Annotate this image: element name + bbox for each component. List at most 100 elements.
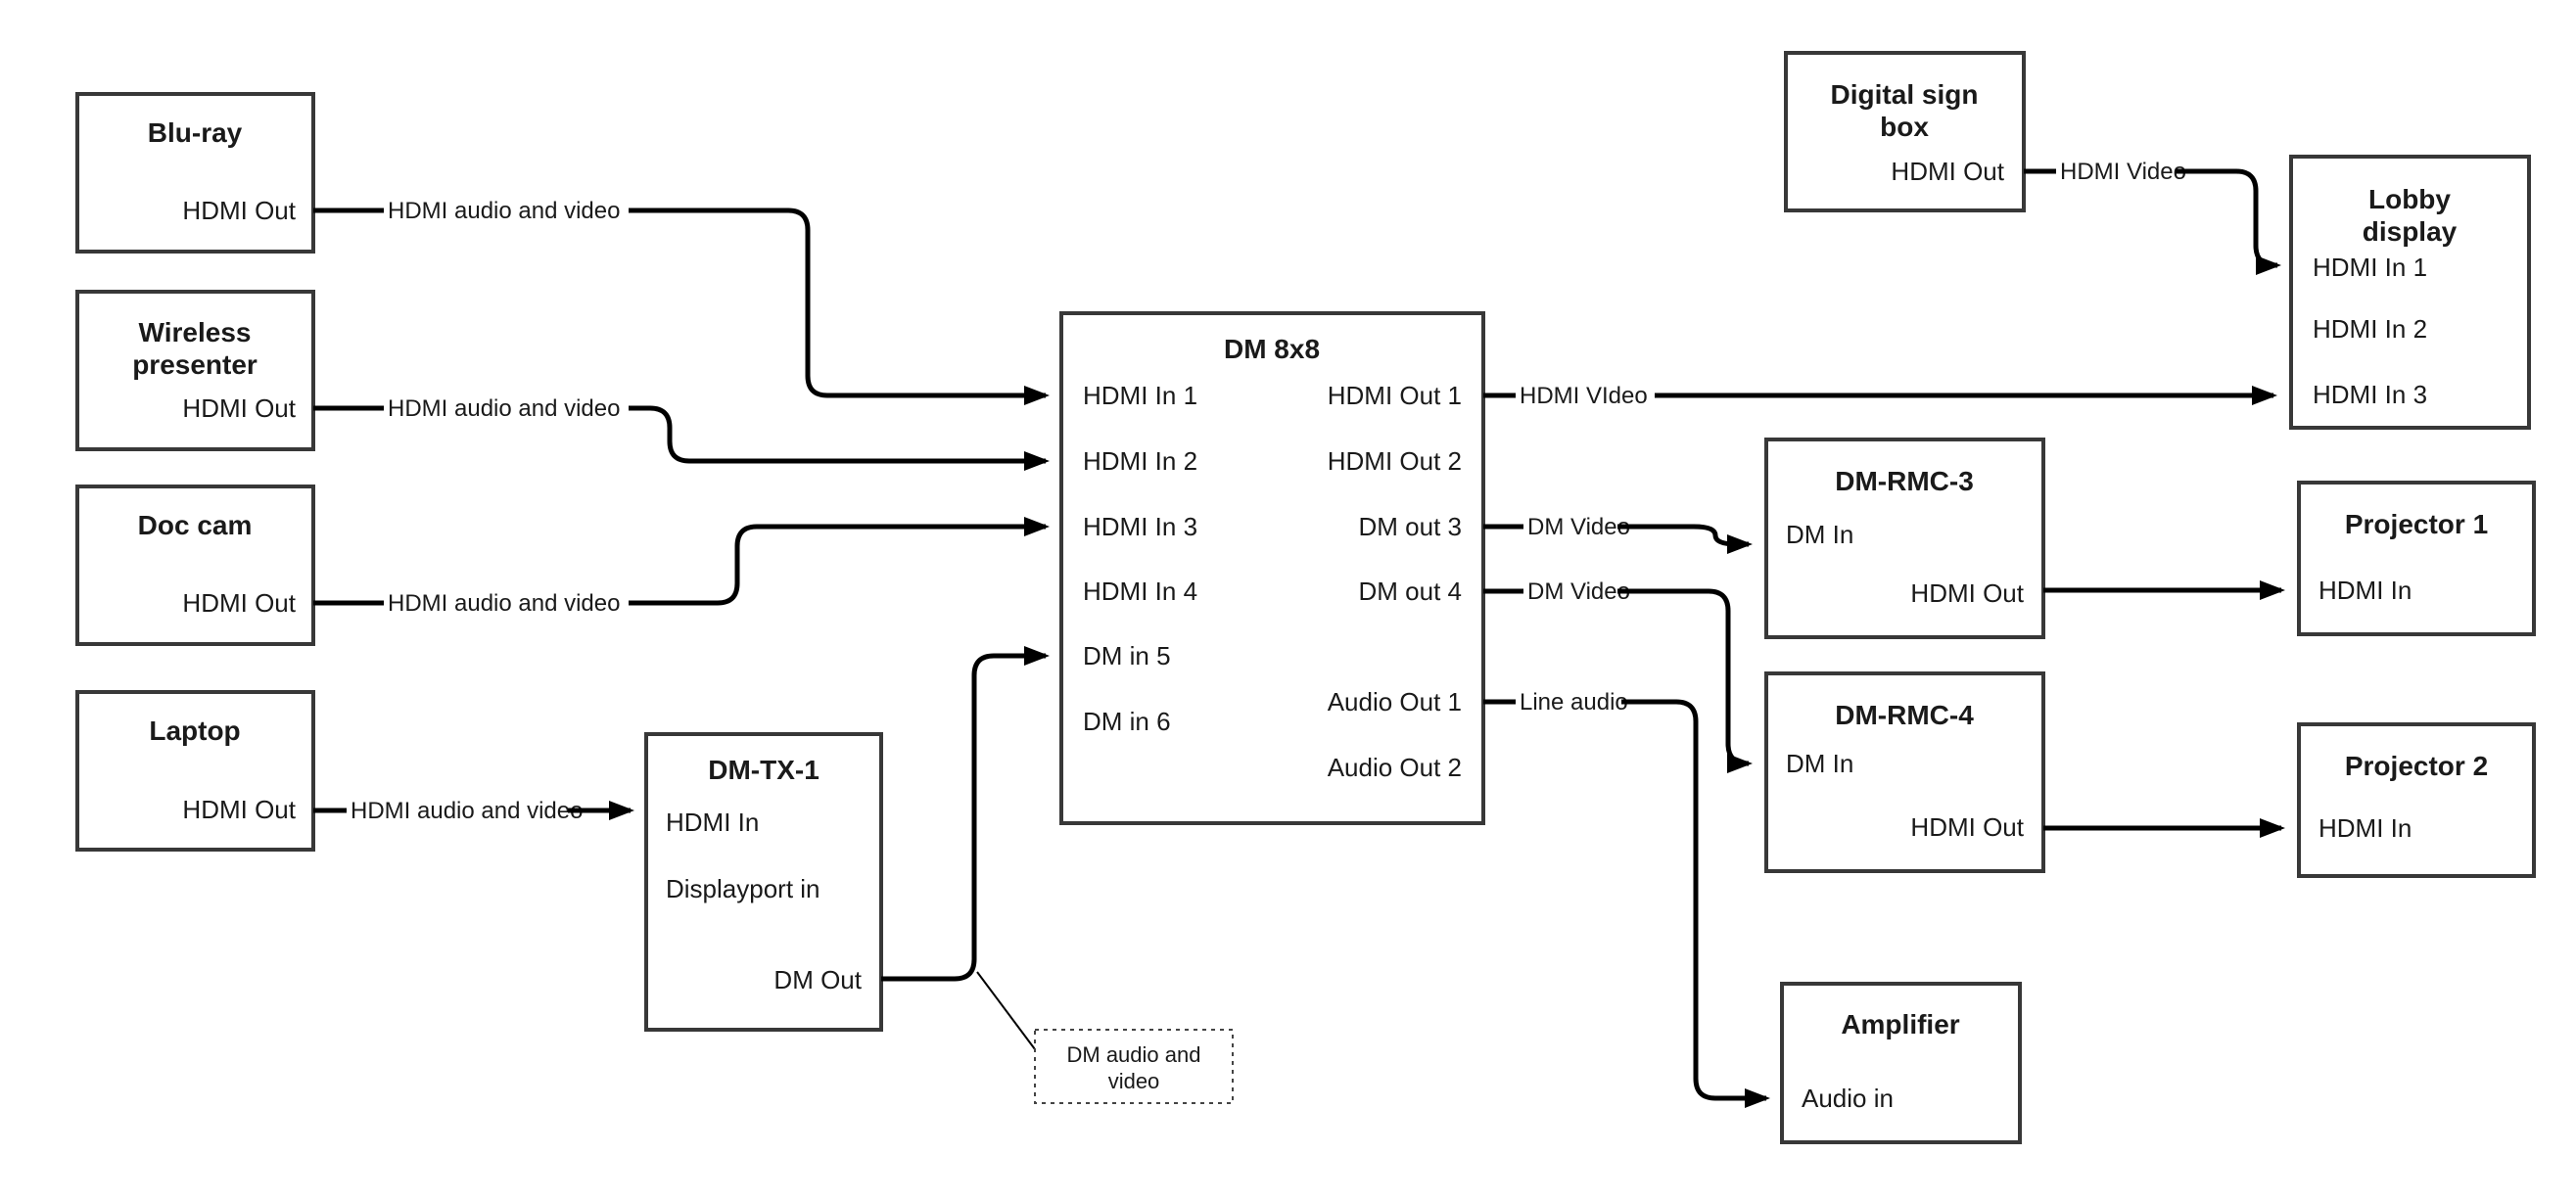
lobby-port-hdmi-in-3: HDMI In 3 [2313, 380, 2427, 409]
wire-label-line-audio: Line audio [1520, 689, 1628, 716]
dm8x8-port-audio-out-2: Audio Out 2 [1328, 753, 1462, 782]
annotation-callout-line [976, 971, 1036, 1050]
wire-doccam-to-dm8x8-in3: HDMI audio and video [313, 517, 1050, 617]
lobby-title-line2: display [2363, 216, 2458, 247]
wire-label-dm-out4: DM Video [1527, 578, 1630, 605]
wire-dm8x8-out1-to-lobby-in3: HDMI VIdeo [1483, 383, 2277, 409]
dmtx1-port-hdmi-in: HDMI In [666, 808, 759, 837]
lobby-title-line1: Lobby [2368, 184, 2451, 214]
proj2-port-hdmi-in: HDMI In [2318, 813, 2412, 843]
dmrmc3-port-dm-in: DM In [1786, 520, 1853, 549]
wire-out3-main [1617, 524, 1753, 554]
dmrmc3-box [1764, 438, 2045, 639]
node-dm-rmc-3: DM-RMC-3 DM In HDMI Out [1764, 438, 2045, 639]
node-amplifier: Amplifier Audio in [1780, 982, 2022, 1144]
node-doc-cam: Doc cam HDMI Out [75, 485, 315, 646]
amplifier-title: Amplifier [1841, 1009, 1959, 1039]
wireless-port-hdmi-out: HDMI Out [182, 393, 296, 423]
node-digital-sign-box: Digital sign box HDMI Out [1784, 51, 2026, 212]
wire-label-hdmi-out1: HDMI VIdeo [1520, 383, 1648, 409]
bluray-box [75, 92, 315, 254]
dm8x8-port-dm-out-3: DM out 3 [1359, 512, 1463, 541]
laptop-title: Laptop [149, 716, 240, 746]
annotation-dm-audio-video: DM audio and video [1034, 1029, 1234, 1104]
doccam-box [75, 485, 315, 646]
digitalsign-port-hdmi-out: HDMI Out [1891, 157, 2004, 186]
dmrmc3-port-hdmi-out: HDMI Out [1910, 578, 2024, 608]
node-wireless-presenter: Wireless presenter HDMI Out [75, 290, 315, 451]
dmtx1-box [644, 732, 883, 1032]
dmrmc4-port-dm-in: DM In [1786, 749, 1853, 778]
dmrmc3-title: DM-RMC-3 [1835, 466, 1974, 496]
doccam-title: Doc cam [138, 510, 253, 540]
dm8x8-box [1059, 311, 1485, 825]
dmrmc4-title: DM-RMC-4 [1835, 700, 1974, 730]
laptop-box [75, 690, 315, 852]
node-dm-tx-1: DM-TX-1 HDMI In Displayport in DM Out [644, 732, 883, 1032]
wireless-title-line2: presenter [132, 349, 258, 380]
bluray-title: Blu-ray [148, 117, 243, 148]
wire-label-bluray: HDMI audio and video [388, 198, 620, 224]
wire-laptop-to-dmtx1: HDMI audio and video [313, 798, 634, 824]
dm8x8-port-hdmi-out-1: HDMI Out 1 [1328, 381, 1462, 410]
amplifier-port-audio-in: Audio in [1802, 1084, 1894, 1113]
wire-bluray-to-dm8x8-in1: HDMI audio and video [313, 198, 1050, 405]
digitalsign-title-line2: box [1880, 112, 1929, 142]
dm8x8-port-dm-in-6: DM in 6 [1083, 707, 1171, 736]
node-projector-1: Projector 1 HDMI In [2297, 481, 2536, 636]
annotation-line1: DM audio and [1067, 1042, 1201, 1067]
wire-digitalsign-main [2176, 168, 2281, 275]
dm8x8-port-hdmi-in-1: HDMI In 1 [1083, 381, 1197, 410]
node-dm-8x8: DM 8x8 HDMI In 1 HDMI In 2 HDMI In 3 HDM… [1059, 311, 1485, 825]
dmrmc4-port-hdmi-out: HDMI Out [1910, 812, 2024, 842]
node-projector-2: Projector 2 HDMI In [2297, 722, 2536, 878]
doccam-port-hdmi-out: HDMI Out [182, 588, 296, 618]
dm8x8-port-audio-out-1: Audio Out 1 [1328, 687, 1462, 716]
proj1-box [2297, 481, 2536, 636]
node-dm-rmc-4: DM-RMC-4 DM In HDMI Out [1764, 671, 2045, 873]
wire-dm8x8-out3-to-dmrmc3: DM Video [1483, 514, 1753, 554]
amplifier-box [1780, 982, 2022, 1144]
wire-label-doccam: HDMI audio and video [388, 590, 620, 617]
wire-dm8x8-out4-to-dmrmc4: DM Video [1483, 578, 1753, 773]
proj2-box [2297, 722, 2536, 878]
wire-label-laptop: HDMI audio and video [351, 798, 583, 824]
dm8x8-port-dm-in-5: DM in 5 [1083, 641, 1171, 670]
wire-doccam-main [629, 517, 1050, 606]
wireless-title-line1: Wireless [139, 317, 252, 347]
dm8x8-port-hdmi-in-3: HDMI In 3 [1083, 512, 1197, 541]
wire-label-wireless: HDMI audio and video [388, 395, 620, 422]
wire-label-digitalsign: HDMI Video [2060, 159, 2186, 185]
wire-wireless-main [629, 405, 1050, 471]
proj2-title: Projector 2 [2345, 751, 2488, 781]
proj1-port-hdmi-in: HDMI In [2318, 576, 2412, 605]
node-bluray: Blu-ray HDMI Out [75, 92, 315, 254]
wire-out4-main [1617, 588, 1753, 773]
dm8x8-port-hdmi-in-4: HDMI In 4 [1083, 577, 1197, 606]
wire-dm8x8-audio1-to-amplifier: Line audio [1483, 689, 1770, 1108]
dmrmc4-box [1764, 671, 2045, 873]
bluray-port-hdmi-out: HDMI Out [182, 196, 296, 225]
wire-dmtx1-main [881, 646, 1050, 982]
wire-label-dm-out3: DM Video [1527, 514, 1630, 540]
digitalsign-box [1784, 51, 2026, 212]
dmtx1-port-dm-out: DM Out [773, 965, 862, 994]
annotation-box [1034, 1029, 1234, 1104]
wire-audio1-main [1621, 699, 1770, 1108]
annotation-line2: video [1108, 1069, 1160, 1093]
dmtx1-title: DM-TX-1 [708, 755, 820, 785]
node-lobby-display: Lobby display HDMI In 1 HDMI In 2 HDMI I… [2289, 155, 2531, 430]
wire-bluray-main [629, 208, 1050, 405]
dmtx1-port-displayport-in: Displayport in [666, 874, 820, 903]
wireless-box [75, 290, 315, 451]
lobby-box [2289, 155, 2531, 430]
dm8x8-port-dm-out-4: DM out 4 [1359, 577, 1463, 606]
wire-wireless-to-dm8x8-in2: HDMI audio and video [313, 395, 1050, 471]
dm8x8-port-hdmi-out-2: HDMI Out 2 [1328, 446, 1462, 476]
lobby-port-hdmi-in-1: HDMI In 1 [2313, 253, 2427, 282]
wire-digitalsign-to-lobby-in1: HDMI Video [2024, 159, 2281, 275]
node-laptop: Laptop HDMI Out [75, 690, 315, 852]
proj1-title: Projector 1 [2345, 509, 2488, 539]
